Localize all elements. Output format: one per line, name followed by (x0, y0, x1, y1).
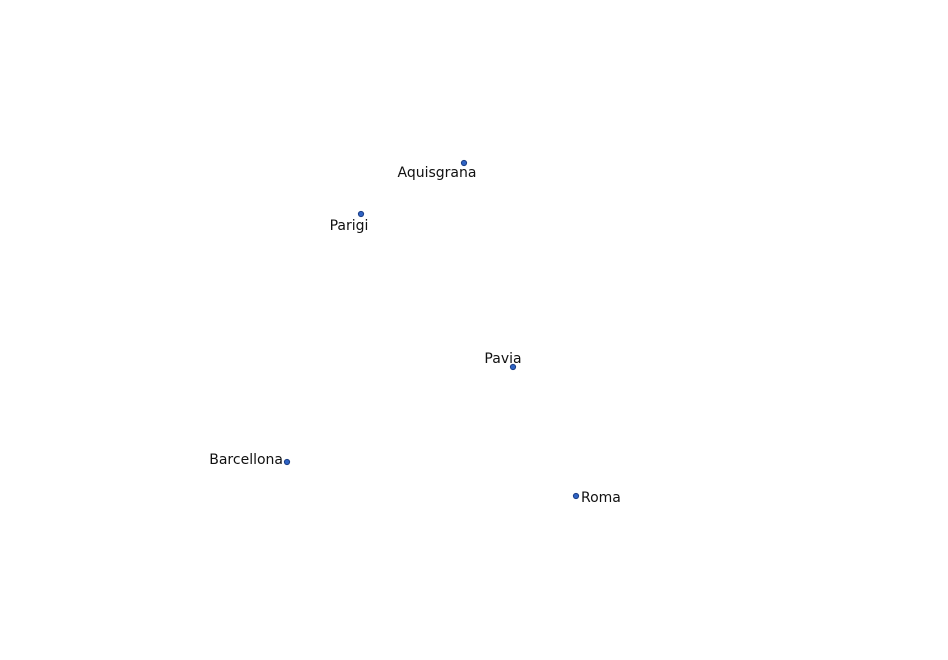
city-dot-icon (572, 492, 580, 500)
city-dot-icon (460, 159, 468, 167)
city-dot-icon (509, 363, 517, 371)
city-marker-aquisgrana: Aquisgrana (398, 159, 477, 181)
city-label-barcellona: Barcellona (209, 452, 283, 468)
city-label-pavia: Pavia (484, 351, 521, 367)
city-dot-icon (357, 210, 365, 218)
city-marker-roma: Roma (572, 490, 621, 506)
city-label-parigi: Parigi (330, 218, 369, 234)
city-label-roma: Roma (581, 490, 621, 506)
city-label-aquisgrana: Aquisgrana (398, 165, 477, 181)
city-marker-parigi: Parigi (330, 210, 369, 234)
city-dot-icon (283, 458, 291, 466)
city-marker-pavia: Pavia (484, 351, 522, 371)
city-marker-barcellona: Barcellona (209, 452, 291, 468)
